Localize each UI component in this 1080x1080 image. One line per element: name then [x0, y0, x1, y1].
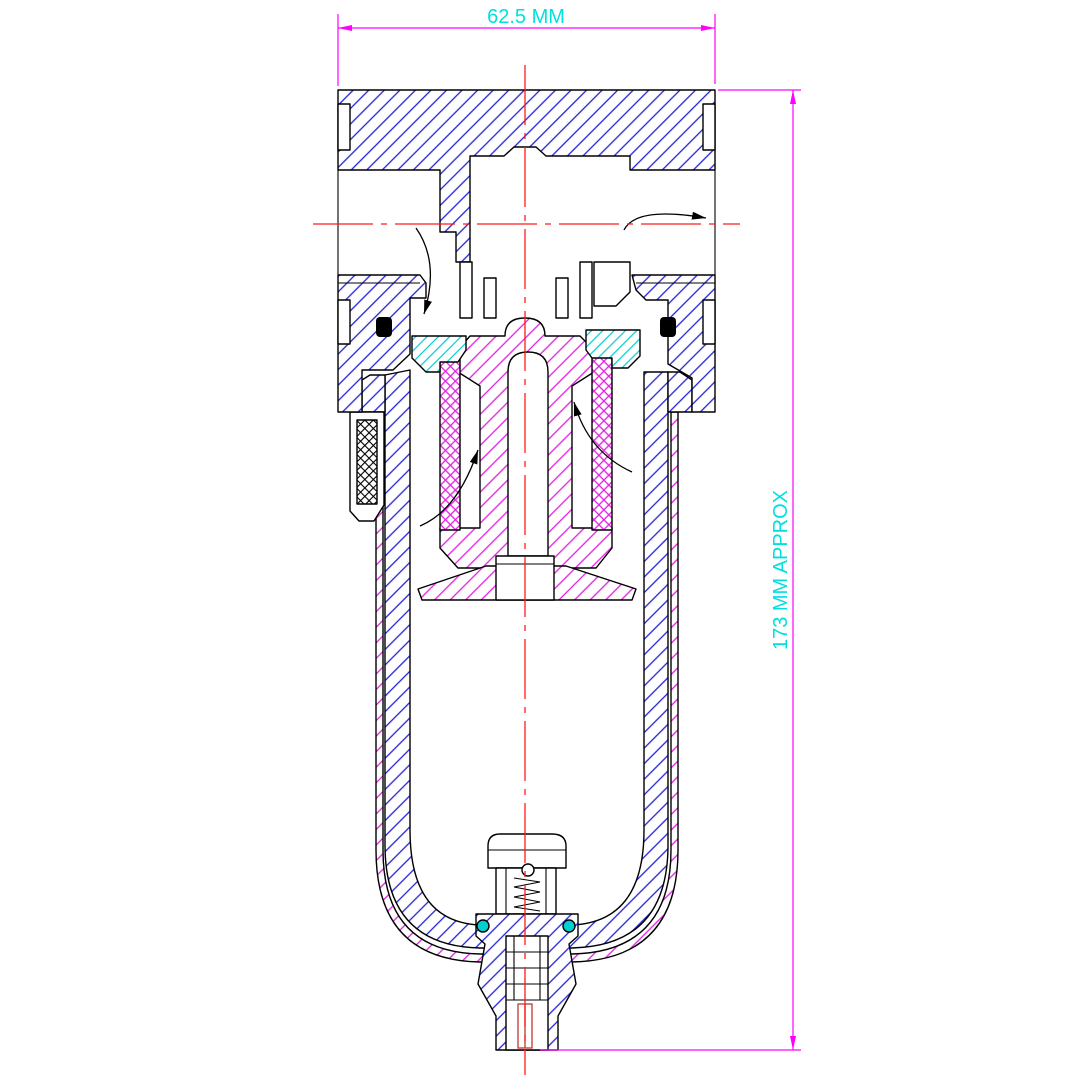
- bowl-lip-right: [667, 371, 693, 413]
- o-ring-left: [376, 317, 392, 337]
- head-recess-low-left: [337, 299, 351, 345]
- element-rib: [555, 277, 569, 319]
- inner-flow-arrow-right: [573, 401, 633, 473]
- drain-spring: [513, 877, 541, 912]
- drain-ball: [521, 863, 535, 877]
- head-recess-top-right: [702, 103, 716, 151]
- element-rib: [459, 261, 473, 319]
- drain-seal-left: [476, 919, 490, 933]
- head-top-body: [337, 89, 716, 263]
- bowl-lip-left: [361, 374, 386, 413]
- o-ring-right: [660, 317, 676, 337]
- drain-seal-right: [562, 919, 576, 933]
- drain-float-cap: [487, 833, 567, 869]
- bayonet-grip: [356, 419, 378, 505]
- element-bracket: [593, 261, 631, 307]
- head-recess-top-left: [337, 103, 351, 151]
- element-body: [439, 317, 613, 569]
- inlet-flow-arrow: [415, 227, 432, 315]
- head-recess-low-right: [702, 299, 716, 345]
- width-dimension-label: 62.5 MM: [487, 6, 565, 28]
- element-rib: [579, 261, 593, 319]
- outlet-flow-arrow: [623, 211, 707, 231]
- height-dimension-label: 173 MM APPROX: [770, 490, 792, 650]
- inner-flow-arrow-left: [419, 449, 479, 527]
- head-lower-left: [337, 274, 427, 413]
- element-cap-right: [585, 329, 641, 369]
- element-cap-left: [411, 335, 467, 373]
- element-rib: [483, 277, 497, 319]
- filter-media-right: [591, 345, 613, 531]
